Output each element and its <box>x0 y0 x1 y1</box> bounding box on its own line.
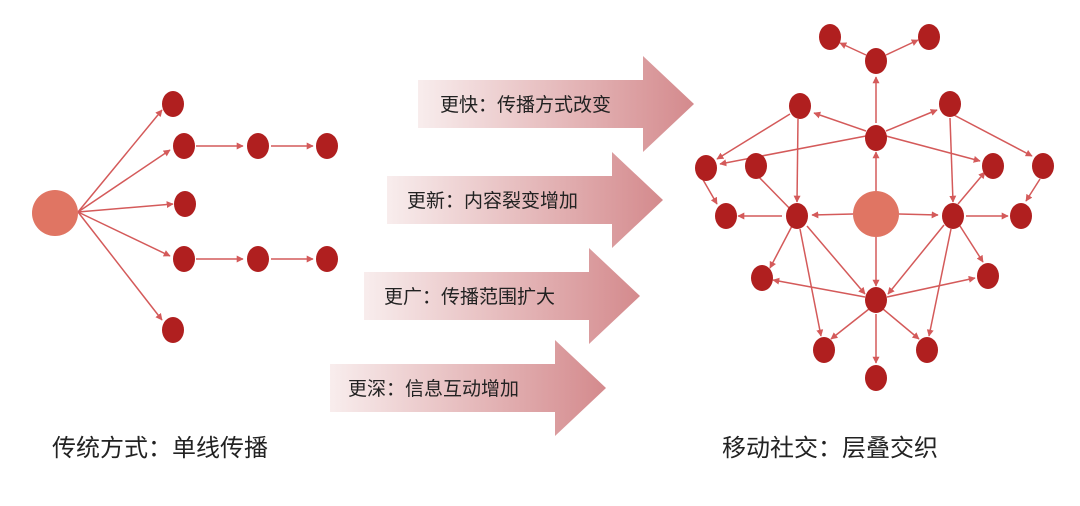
node <box>865 48 887 74</box>
node <box>865 125 887 151</box>
arrow-label-wider: 更广：传播范围扩大 <box>384 286 555 308</box>
node <box>916 337 938 363</box>
node <box>174 191 196 217</box>
left-caption: 传统方式：单线传播 <box>52 434 268 462</box>
arrow-faster: 更快：传播方式改变 <box>418 56 694 152</box>
node <box>173 246 195 272</box>
node <box>865 365 887 391</box>
node <box>865 287 887 313</box>
node <box>173 133 195 159</box>
node <box>813 337 835 363</box>
right-network-nodes <box>695 24 1054 391</box>
node <box>939 91 961 117</box>
node <box>316 133 338 159</box>
node <box>1032 153 1054 179</box>
node <box>982 153 1004 179</box>
right-network-edges <box>701 39 1041 364</box>
node <box>162 91 184 117</box>
center-hub-node <box>853 191 899 237</box>
arrow-label-newer: 更新：内容裂变增加 <box>407 190 578 212</box>
node <box>786 203 808 229</box>
source-node <box>32 190 78 236</box>
node <box>789 93 811 119</box>
node <box>751 265 773 291</box>
node <box>819 24 841 50</box>
left-network-nodes <box>32 91 338 343</box>
arrow-wider: 更广：传播范围扩大 <box>364 248 640 344</box>
node <box>977 263 999 289</box>
block-arrows: 更快：传播方式改变 更新：内容裂变增加 更广：传播范围扩大 更深：信息互动增加 <box>330 56 694 436</box>
node <box>942 203 964 229</box>
node <box>1010 203 1032 229</box>
node <box>162 317 184 343</box>
left-network-edges <box>77 109 314 321</box>
node <box>918 24 940 50</box>
node <box>247 246 269 272</box>
node <box>715 203 737 229</box>
node <box>745 153 767 179</box>
node <box>695 155 717 181</box>
arrow-deeper: 更深：信息互动增加 <box>330 340 606 436</box>
node <box>247 133 269 159</box>
node <box>316 246 338 272</box>
right-caption: 移动社交：层叠交织 <box>722 434 938 462</box>
arrow-label-deeper: 更深：信息互动增加 <box>348 378 519 400</box>
arrow-label-faster: 更快：传播方式改变 <box>440 94 611 116</box>
arrow-newer: 更新：内容裂变增加 <box>387 152 663 248</box>
